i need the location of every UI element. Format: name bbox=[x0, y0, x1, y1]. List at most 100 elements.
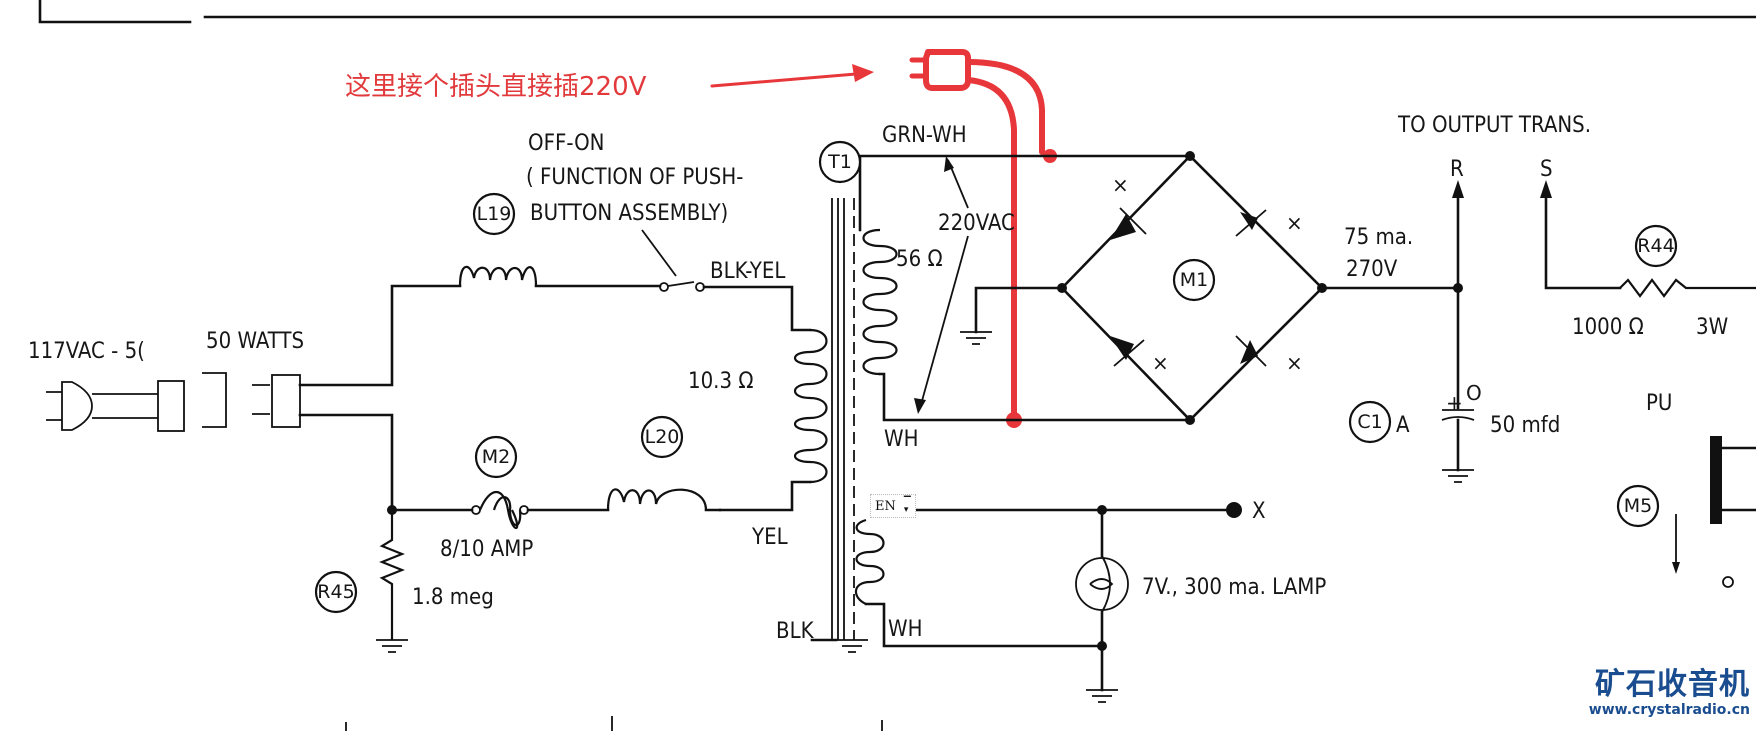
blk-label: BLK bbox=[776, 619, 815, 644]
svg-text:L19: L19 bbox=[477, 203, 512, 225]
arrow-s bbox=[1540, 180, 1552, 198]
svg-text:×: × bbox=[1152, 351, 1169, 375]
lamp-icon bbox=[1075, 557, 1129, 611]
svg-text:M1: M1 bbox=[1180, 269, 1208, 291]
svg-text:T1: T1 bbox=[827, 151, 852, 173]
wire-to-primary bbox=[702, 285, 812, 332]
secondary-hv-winding bbox=[862, 228, 898, 376]
switch-contact-1 bbox=[659, 282, 669, 292]
c1-capacitor bbox=[1441, 409, 1475, 421]
svg-text:×: × bbox=[1286, 351, 1303, 375]
secondary-voltage-label: 220VAC bbox=[938, 211, 1015, 236]
frame-border-left bbox=[38, 0, 192, 24]
transformer-core bbox=[831, 198, 855, 640]
annotation-arrowhead bbox=[852, 64, 874, 82]
ground-icon bbox=[1442, 469, 1474, 483]
terminal-s-label: S bbox=[1540, 157, 1553, 182]
l20-coil bbox=[606, 488, 708, 511]
ref-m5: M5 bbox=[1616, 484, 1660, 528]
terminal-x-dot bbox=[1226, 502, 1242, 518]
ime-toggle-icon[interactable]: ▔▾ bbox=[903, 497, 911, 515]
svg-text:×: × bbox=[1286, 211, 1303, 235]
ground-icon bbox=[376, 639, 408, 653]
pu-block bbox=[1710, 436, 1722, 524]
plug-icon bbox=[909, 49, 1045, 423]
watermark-logo: 矿石收音机 www.crystalradio.cn bbox=[1589, 667, 1750, 719]
secondary-resistance-label: 56 Ω bbox=[896, 247, 943, 272]
svg-text:R44: R44 bbox=[1637, 235, 1674, 257]
wh-label-filament: WH bbox=[888, 617, 922, 642]
plug-wire-2 bbox=[965, 77, 1017, 423]
svg-text:M5: M5 bbox=[1624, 495, 1652, 517]
yel-label: YEL bbox=[751, 525, 788, 550]
grn-wh-label: GRN-WH bbox=[882, 123, 967, 148]
ime-language-label: EN bbox=[875, 498, 896, 514]
wire-grn-wh bbox=[858, 154, 1192, 232]
primary-resistance-label: 10.3 Ω bbox=[688, 369, 753, 394]
wire-bridge-ground bbox=[974, 286, 1064, 334]
fuse-element bbox=[492, 496, 522, 527]
filament-winding bbox=[854, 518, 885, 606]
wire-filament-bottom bbox=[864, 602, 1104, 648]
r44-value-label: 1000 Ω bbox=[1572, 315, 1644, 340]
svg-text:R45: R45 bbox=[317, 581, 354, 603]
switch-title: OFF-ON bbox=[528, 131, 604, 156]
svg-text:L20: L20 bbox=[645, 426, 680, 448]
wire-wh-hv bbox=[878, 372, 1192, 422]
switch-lever bbox=[667, 281, 695, 287]
wire-pu bbox=[1720, 446, 1756, 512]
wire-primary-bottom bbox=[718, 480, 812, 512]
ref-t1: T1 bbox=[818, 140, 862, 184]
svg-text:C1: C1 bbox=[1357, 411, 1382, 433]
ref-m1: M1 bbox=[1172, 258, 1216, 302]
ac-plug-icon bbox=[46, 372, 301, 432]
to-output-label: TO OUTPUT TRANS. bbox=[1397, 113, 1591, 138]
blk-yel-label: BLK-YEL bbox=[710, 259, 785, 284]
arrowhead bbox=[914, 398, 926, 414]
r44-power-label: 3W bbox=[1696, 315, 1728, 340]
watermark-title: 矿石收音机 bbox=[1595, 667, 1750, 702]
ref-c1: C1 bbox=[1348, 400, 1392, 444]
terminal-x-label: X bbox=[1252, 499, 1266, 524]
c1-value-label: 50 mfd bbox=[1490, 413, 1560, 438]
annotation-text: 这里接个插头直接插220V bbox=[345, 72, 647, 102]
wire-bottom-left bbox=[298, 413, 394, 512]
plug-wire-1 bbox=[965, 59, 1045, 155]
switch-pointer bbox=[641, 229, 677, 277]
dc-current-label: 75 ma. bbox=[1344, 225, 1413, 250]
lamp-rating-label: 7V., 300 ma. LAMP bbox=[1142, 575, 1326, 600]
ref-r45: R45 bbox=[314, 570, 358, 614]
pu-label: PU bbox=[1646, 391, 1672, 416]
bridge-rectifier: × × × × bbox=[1057, 151, 1327, 425]
supply-label: 117VAC - 5( bbox=[28, 339, 145, 364]
switch-desc-1: ( FUNCTION OF PUSH- bbox=[526, 165, 743, 190]
svg-text:M2: M2 bbox=[482, 446, 510, 468]
wire-top-left bbox=[298, 284, 462, 387]
ground-icon bbox=[836, 639, 868, 653]
arrowhead bbox=[944, 156, 954, 172]
c1-plus-label: + bbox=[1446, 391, 1463, 415]
ref-l20: L20 bbox=[640, 415, 684, 459]
r44-resistor bbox=[1619, 278, 1756, 298]
r45-resistor bbox=[379, 510, 405, 640]
ref-l19: L19 bbox=[472, 192, 516, 236]
ground-icon bbox=[1086, 689, 1118, 703]
svg-text:×: × bbox=[1112, 173, 1129, 197]
arrowhead bbox=[1672, 562, 1680, 574]
lamp-filament bbox=[1089, 555, 1114, 613]
c1-o-label: O bbox=[1466, 381, 1482, 405]
arrow-r bbox=[1452, 180, 1464, 198]
watts-label: 50 WATTS bbox=[206, 329, 304, 354]
wire-s bbox=[1544, 186, 1622, 290]
bottom-ticks bbox=[345, 716, 883, 731]
ground-icon bbox=[960, 331, 992, 345]
switch-desc-2: BUTTON ASSEMBLY) bbox=[530, 201, 728, 226]
fuse-rating-label: 8/10 AMP bbox=[440, 537, 533, 562]
wh-label-hv: WH bbox=[884, 427, 918, 452]
ime-indicator[interactable]: EN ▔▾ bbox=[870, 494, 916, 518]
c1-section-label: A bbox=[1396, 413, 1410, 438]
dc-voltage-label: 270V bbox=[1346, 257, 1398, 282]
r45-value-label: 1.8 meg bbox=[412, 585, 494, 610]
primary-winding bbox=[793, 328, 828, 484]
